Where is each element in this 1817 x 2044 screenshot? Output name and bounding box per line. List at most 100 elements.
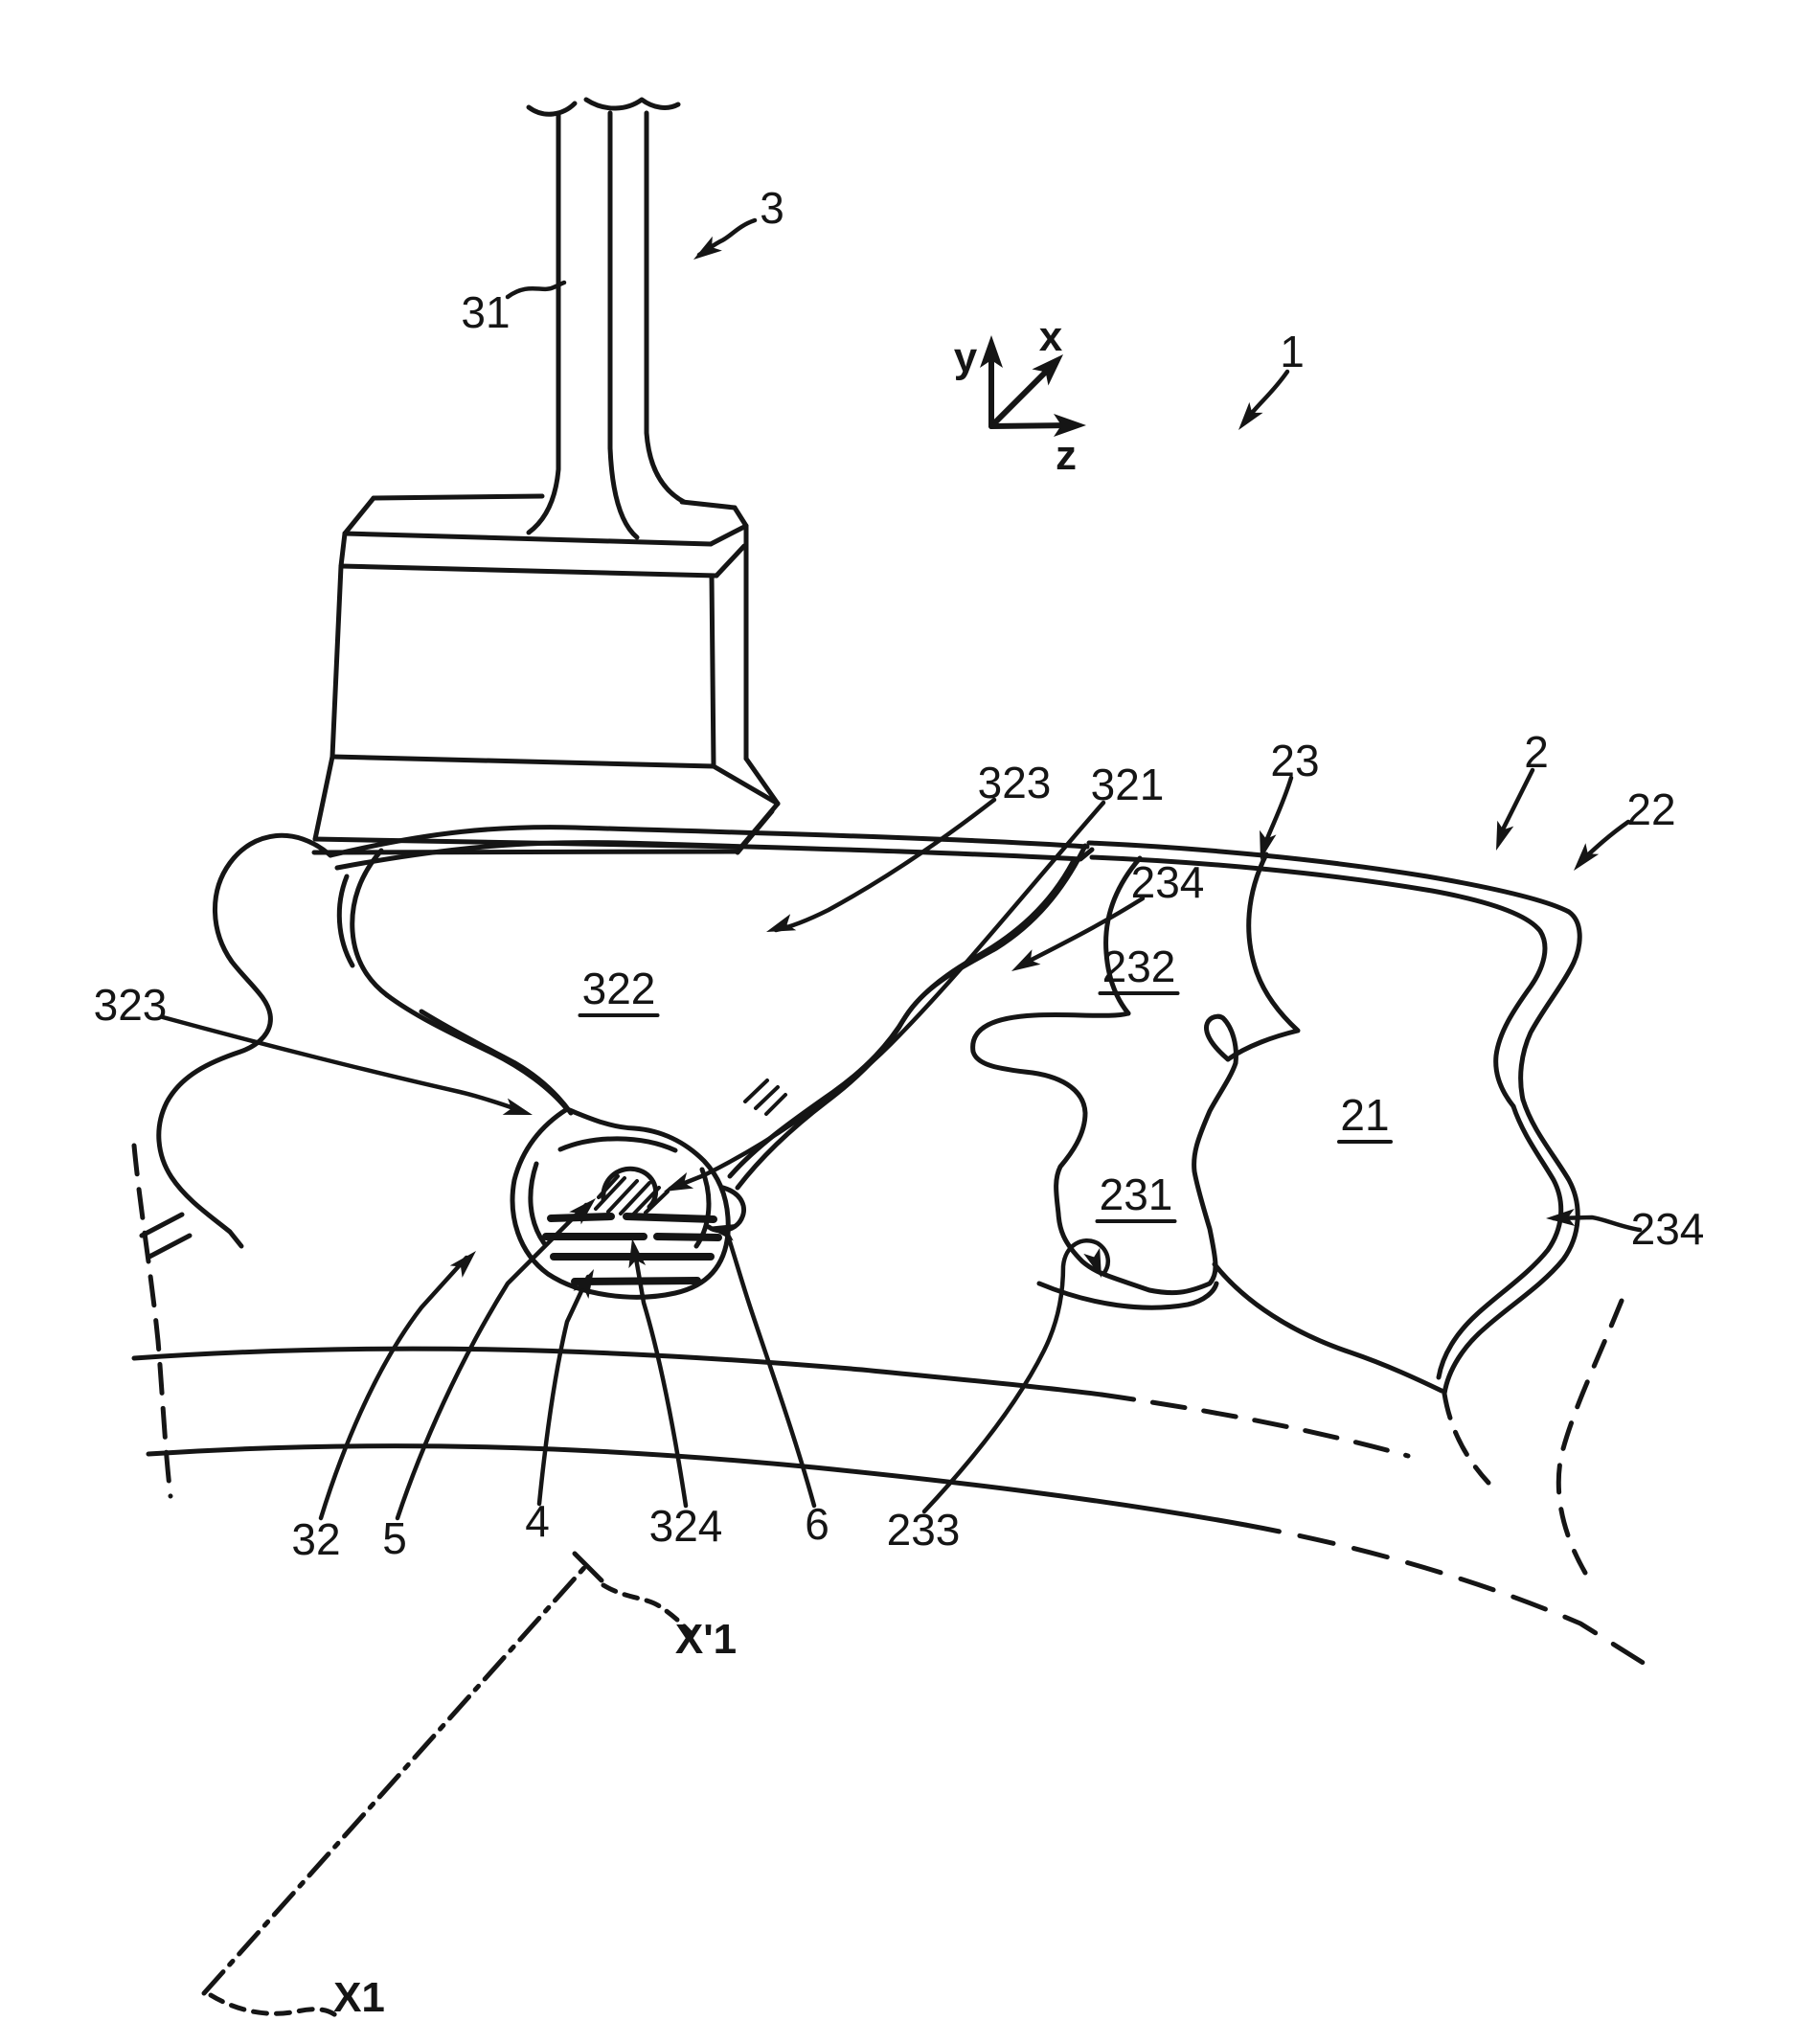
arrowhead-triad-y xyxy=(980,335,1003,368)
leader-234-top xyxy=(1027,896,1146,964)
arrowhead-1 xyxy=(1238,401,1263,430)
block-band-line xyxy=(338,563,719,579)
block-band-line-side xyxy=(714,543,747,579)
ref-label-2: 2 xyxy=(1524,727,1549,777)
leader-1 xyxy=(1250,369,1290,415)
ref-label-231: 231 xyxy=(1100,1170,1173,1219)
ref-label-322: 322 xyxy=(582,964,656,1013)
bulb-pocket-arc xyxy=(601,1166,659,1210)
block-bevel-top xyxy=(711,763,781,806)
block-top-right-corner xyxy=(708,505,749,547)
right-tooth-inner-flank xyxy=(1436,1103,1564,1380)
ref-label-323-left: 323 xyxy=(94,980,168,1030)
hatch-e xyxy=(597,1174,620,1199)
left-tooth-valley-line xyxy=(350,848,390,998)
block-top-left-corner xyxy=(342,495,376,536)
root-bulb-detail xyxy=(510,1106,746,1300)
coordinate-triad xyxy=(988,346,1076,429)
right-break-line xyxy=(1556,1298,1624,1576)
block-front-right-edge xyxy=(709,573,716,769)
right-tooth-outer-flank xyxy=(1442,1097,1580,1397)
platform-underside xyxy=(328,825,1095,871)
leader-233 xyxy=(921,1238,1111,1514)
ref-label-5: 5 xyxy=(382,1513,407,1563)
arrowhead-22 xyxy=(1574,843,1600,871)
left-tooth-valley-line-2 xyxy=(336,874,355,968)
arrowhead-323-left xyxy=(502,1098,533,1115)
ref-label-23: 23 xyxy=(1270,736,1319,785)
leader-4 xyxy=(536,1274,591,1507)
slot-lobe-outline xyxy=(970,1011,1238,1296)
ref-label-21: 21 xyxy=(1340,1090,1389,1140)
stem-top-break-line xyxy=(526,101,578,117)
flank-hatch-2 xyxy=(754,1085,780,1110)
block-chamfer-left xyxy=(312,754,335,842)
ref-label-Xp1: X'1 xyxy=(675,1616,737,1663)
section-axis xyxy=(201,1551,694,2024)
ref-label-4: 4 xyxy=(525,1496,550,1546)
leader-23 xyxy=(1263,775,1294,844)
slot-bottom-arc-2 xyxy=(1036,1281,1219,1310)
ref-label-3: 3 xyxy=(760,183,784,233)
arrowhead-324 xyxy=(628,1238,647,1269)
left-tooth-outline xyxy=(156,832,333,1249)
ref-label-22: 22 xyxy=(1626,784,1675,834)
leader-5 xyxy=(395,1202,589,1521)
underside-line-1 xyxy=(328,825,1090,858)
block-bevel-side xyxy=(743,756,781,806)
ref-label-6: 6 xyxy=(805,1499,829,1549)
ref-label-321: 321 xyxy=(1091,760,1165,809)
arrowhead-233 xyxy=(1083,1247,1102,1278)
ref-label-323-top: 323 xyxy=(978,758,1052,807)
left-break-tick-1 xyxy=(139,1212,185,1238)
arrowhead-32 xyxy=(449,1251,476,1278)
stem-right-line xyxy=(644,110,687,505)
axis-leader-x1 xyxy=(208,1992,344,2024)
disk-post-left-flank xyxy=(1225,852,1301,1062)
rim-arc-upper xyxy=(131,1346,1104,1397)
arrowhead-321 xyxy=(664,1171,694,1192)
disk-sector xyxy=(970,840,1582,1397)
underside-line-2 xyxy=(334,840,1095,871)
block-front-top-edge xyxy=(342,531,714,547)
leader-2 xyxy=(1499,767,1535,834)
stem-top-break-line-2 xyxy=(583,97,681,111)
ref-label-234-right: 234 xyxy=(1631,1204,1705,1254)
rim-arc-upper-hidden xyxy=(1099,1392,1411,1459)
arrowhead-2 xyxy=(1496,820,1514,851)
stem-middle-line xyxy=(607,110,640,540)
hatch-c xyxy=(619,1181,651,1215)
ref-label-233: 233 xyxy=(887,1505,961,1555)
ref-label-31: 31 xyxy=(461,287,510,337)
arrowhead-323-top xyxy=(766,914,797,932)
leader-32 xyxy=(318,1255,469,1521)
bulb-inner-arc-top xyxy=(557,1136,678,1153)
central-tooth-left-flank-twin xyxy=(419,1009,574,1116)
disk-post-bottom-line xyxy=(1212,1261,1444,1394)
arrowhead-234-right xyxy=(1546,1208,1576,1226)
block-front-bottom-edge xyxy=(329,754,716,769)
hatch-b xyxy=(606,1179,639,1214)
arrowhead-234-top xyxy=(1011,949,1041,971)
ref-label-x: x xyxy=(1039,313,1063,360)
leader-234-right xyxy=(1551,1215,1643,1233)
bulb-outer-outline xyxy=(510,1106,731,1300)
arrowhead-4 xyxy=(573,1269,594,1299)
leader-323-left xyxy=(160,1014,525,1114)
ref-label-X1: X1 xyxy=(333,1974,385,2021)
block-top-back-edge-right xyxy=(679,499,738,511)
arrowhead-6 xyxy=(707,1223,738,1241)
central-tooth-right-flank-twin xyxy=(735,859,1076,1191)
arrowhead-triad-z xyxy=(1054,414,1086,437)
block-left-edge xyxy=(329,531,348,760)
ref-label-y: y xyxy=(954,334,978,381)
central-tooth-left-flank xyxy=(384,992,570,1112)
blade-root-teeth xyxy=(156,832,1088,1249)
rim-arc-lower-hidden xyxy=(1242,1522,1655,1671)
triad-x-axis xyxy=(988,363,1055,429)
axis-leader-xp1 xyxy=(601,1582,694,1637)
disk-rim-top-line xyxy=(1086,840,1582,1102)
leader-31 xyxy=(505,280,567,300)
